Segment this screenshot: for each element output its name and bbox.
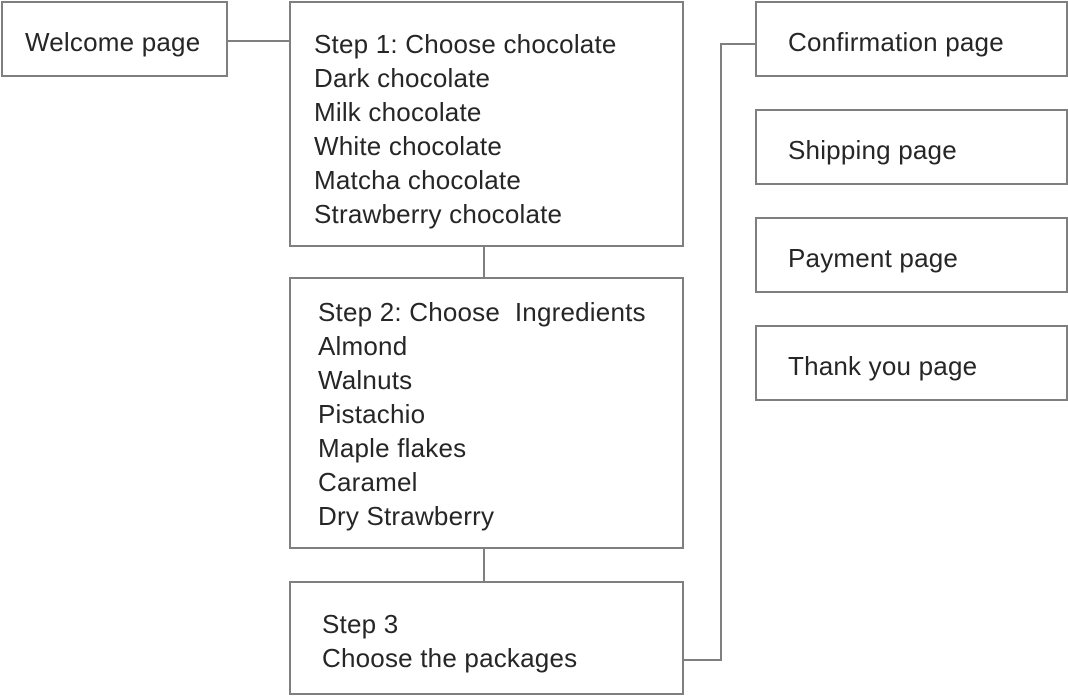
step1-item: White chocolate [314,131,502,161]
step3-box: Step 3 Choose the packages [289,581,684,695]
payment-page-box: Payment page [755,217,1068,293]
step2-item: Pistachio [318,399,426,429]
step2-item: Walnuts [318,365,413,395]
step1-item: Dark chocolate [314,63,491,93]
connector-step3-confirmation [684,43,755,661]
step2-title: Step 2: Choose Ingredients [318,297,646,327]
step2-item: Maple flakes [318,433,467,463]
step1-item: Milk chocolate [314,97,482,127]
step1-title: Step 1: Choose chocolate [314,29,617,59]
step3-title: Step 3 [322,609,399,639]
welcome-page-box: Welcome page [1,1,228,77]
thank-you-page-label: Thank you page [788,351,978,381]
step1-item: Strawberry chocolate [314,199,563,229]
step3-subtitle: Choose the packages [322,643,578,673]
step2-box: Step 2: Choose Ingredients Almond Walnut… [289,277,684,549]
step1-item: Matcha chocolate [314,165,521,195]
confirmation-page-box: Confirmation page [755,1,1068,77]
step1-box: Step 1: Choose chocolate Dark chocolate … [289,1,684,247]
step2-item: Caramel [318,467,418,497]
step2-item: Almond [318,331,408,361]
payment-page-label: Payment page [788,243,959,273]
welcome-page-label: Welcome page [25,27,201,57]
thank-you-page-box: Thank you page [755,325,1068,401]
step2-item: Dry Strawberry [318,501,495,531]
shipping-page-box: Shipping page [755,109,1068,185]
shipping-page-label: Shipping page [788,135,957,165]
confirmation-page-label: Confirmation page [788,27,1004,57]
